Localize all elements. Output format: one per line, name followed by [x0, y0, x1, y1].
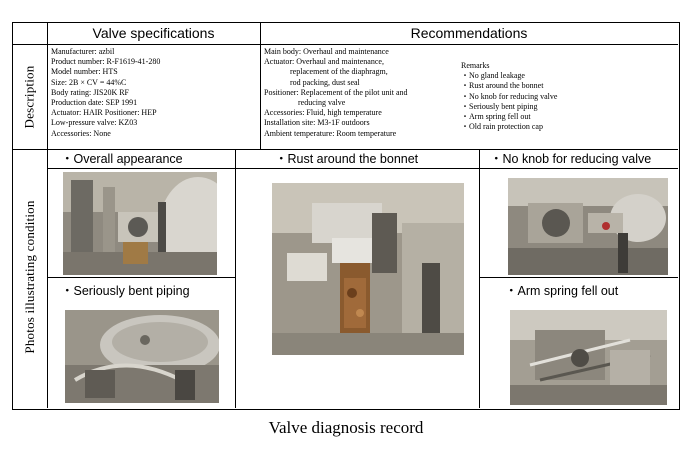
recommendation-line: replacement of the diaphragm, — [264, 67, 388, 77]
grid-line — [13, 44, 678, 45]
recommendation-line: rod packing, dust seal — [264, 77, 360, 87]
spec-line: Accessories: None — [51, 128, 111, 138]
recommendation-line: Main body: Overhaul and maintenance — [264, 47, 389, 56]
photos-label: Photos illustrating condition — [22, 200, 37, 354]
rust-bonnet-photo — [272, 183, 464, 355]
remark-item: ・No knob for reducing valve — [461, 91, 558, 101]
spec-line: Model number: HTS — [51, 67, 118, 77]
recommendation-line: reducing valve — [264, 98, 346, 108]
caption-arm-spring: ・Arm spring fell out — [505, 284, 619, 298]
description-label: Description — [21, 65, 37, 129]
remarks-title: Remarks — [461, 61, 490, 70]
grid-line — [47, 277, 235, 278]
valve-diagnosis-table: Valve specifications Recommendations Des… — [12, 22, 680, 410]
no-knob-photo — [508, 178, 668, 275]
spec-line: Manufacturer: azbil — [51, 47, 115, 56]
overall-appearance-photo — [63, 172, 217, 275]
arm-spring-photo — [510, 310, 667, 405]
recommendation-line: Installation site: M3-1F outdoors — [264, 118, 370, 128]
remark-item: ・Arm spring fell out — [461, 112, 531, 122]
spec-line: Low-pressure valve: KZ03 — [51, 118, 138, 128]
remark-item: ・No gland leakage — [461, 71, 525, 81]
recommendations-list: Main body: Overhaul and maintenance Actu… — [264, 47, 454, 139]
spec-line: Production date: SEP 1991 — [51, 98, 138, 108]
remark-item: ・Seriously bent piping — [461, 101, 538, 111]
caption-rust-bonnet: ・Rust around the bonnet — [275, 152, 419, 166]
photos-label-cell: Photos illustrating condition — [13, 149, 47, 408]
specifications-list: Manufacturer: azbil Product number: R-F1… — [51, 47, 257, 139]
recommendation-line: Accessories: Fluid, high temperature — [264, 108, 382, 118]
figure-caption: Valve diagnosis record — [268, 418, 424, 437]
spec-line: Product number: R-F1619-41-280 — [51, 57, 161, 67]
header-valve-specifications: Valve specifications — [92, 25, 215, 41]
spec-line: Body rating: JIS20K RF — [51, 87, 130, 97]
grid-line — [479, 149, 480, 408]
grid-line — [235, 149, 236, 408]
grid-line — [479, 277, 678, 278]
header-recommendations: Recommendations — [410, 25, 528, 41]
remarks-block: Remarks ・No gland leakage ・Rust around t… — [461, 61, 671, 132]
recommendation-line: Positioner: Replacement of the pilot uni… — [264, 87, 408, 97]
bent-piping-photo — [65, 310, 219, 403]
spec-line: Actuator: HAIR Positioner: HEP — [51, 108, 157, 118]
remark-item: ・Old rain protection cap — [461, 122, 543, 132]
grid-line — [13, 149, 678, 150]
caption-overall-appearance: ・Overall appearance — [61, 152, 183, 166]
description-label-cell: Description — [13, 44, 47, 149]
caption-bent-piping: ・Seriously bent piping — [61, 284, 190, 298]
remark-item: ・Rust around the bonnet — [461, 81, 544, 91]
grid-line — [47, 23, 48, 408]
grid-line — [260, 23, 261, 149]
spec-line: Size: 2B × CV = 44%C — [51, 77, 127, 87]
caption-no-knob: ・No knob for reducing valve — [490, 152, 652, 166]
recommendation-line: Actuator: Overhaul and maintenance, — [264, 57, 384, 67]
grid-line — [47, 168, 678, 169]
recommendation-line: Ambient temperature: Room temperature — [264, 128, 397, 138]
